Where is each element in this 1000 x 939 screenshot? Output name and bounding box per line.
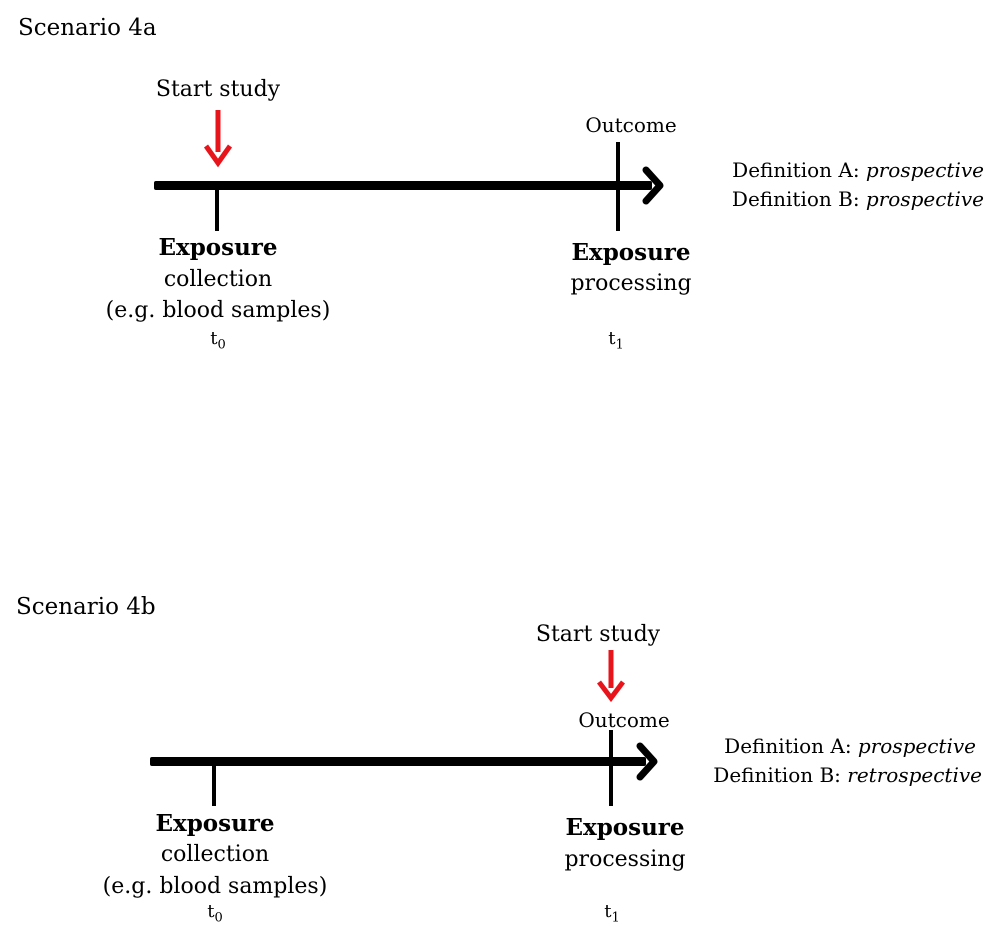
scenario-b-start-arrow-icon — [597, 650, 625, 703]
scenario-b-start-study-label: Start study — [535, 622, 661, 647]
scenario-a-collection-heading: Exposure — [158, 234, 278, 261]
scenario-b-collection-heading: Exposure — [155, 810, 275, 837]
scenario-a-t1-label: t1 — [608, 328, 624, 353]
scenario-b-panel: Scenario 4b Start study Outcome Exposure… — [0, 590, 1000, 939]
scenario-a-collection-line2: (e.g. blood samples) — [105, 298, 331, 323]
scenario-a-collection-tick — [215, 186, 219, 231]
scenario-a-title: Scenario 4a — [18, 15, 157, 41]
scenario-a-outcome-label: Outcome — [585, 113, 677, 137]
scenario-b-processing-heading: Exposure — [565, 814, 685, 841]
scenario-b-t1-label: t1 — [604, 901, 620, 926]
scenario-b-definition-b: Definition B: retrospective — [713, 763, 982, 787]
scenario-b-collection-tick — [212, 762, 216, 806]
scenario-a-timeline — [154, 181, 652, 190]
scenario-b-t0-label: t0 — [207, 901, 223, 926]
scenario-a-timeline-arrowhead-icon — [642, 166, 664, 205]
scenario-a-collection-line1: collection — [163, 267, 273, 292]
scenario-a-t0-label: t0 — [210, 328, 226, 353]
scenario-b-outcome-tick — [609, 730, 613, 806]
scenario-a-definition-b: Definition B: prospective — [731, 187, 984, 211]
scenario-b-collection-line1: collection — [160, 842, 270, 867]
scenario-b-timeline — [150, 757, 646, 766]
scenario-b-collection-line2: (e.g. blood samples) — [102, 874, 328, 899]
scenario-a-definition-a: Definition A: prospective — [732, 158, 984, 182]
scenario-b-outcome-label: Outcome — [578, 708, 670, 732]
scenario-a-panel: Scenario 4a Start study Outcome Exposure… — [18, 15, 984, 353]
scenario-a-outcome-tick — [616, 142, 620, 231]
scenario-b-timeline-arrowhead-icon — [636, 742, 658, 781]
scenario-b-title: Scenario 4b — [16, 594, 156, 620]
scenario-a-processing-line1: processing — [570, 271, 692, 296]
scenario-a-start-study-label: Start study — [155, 77, 281, 102]
scenario-a-start-arrow-icon — [203, 110, 233, 168]
scenario-b-definition-a: Definition A: prospective — [724, 734, 976, 758]
scenario-a-processing-heading: Exposure — [571, 239, 691, 266]
scenario-b-processing-line1: processing — [564, 847, 686, 872]
